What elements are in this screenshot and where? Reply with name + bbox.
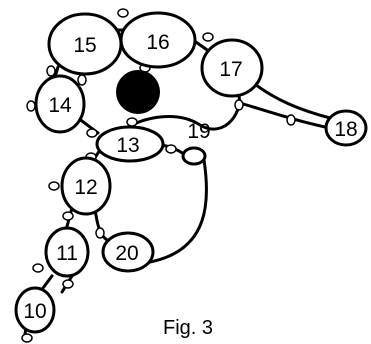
junction-marker <box>234 99 244 111</box>
node-18-label: 18 <box>334 118 357 141</box>
node-10-label: 10 <box>23 300 46 323</box>
node-10: 10 <box>14 286 56 334</box>
junction-marker <box>286 114 296 126</box>
node-19-shape <box>181 146 207 166</box>
node-17-label: 17 <box>219 58 242 81</box>
black-dot <box>116 70 160 114</box>
node-16-shape <box>119 11 197 69</box>
node-18-shape <box>324 109 368 147</box>
junction-marker <box>21 333 33 343</box>
node-12: 12 <box>60 156 112 216</box>
node-15-label: 15 <box>73 34 96 57</box>
junction-marker <box>202 32 214 42</box>
node-13-shape <box>95 125 165 163</box>
junction-marker <box>126 117 138 127</box>
node-14-label: 14 <box>48 94 72 117</box>
node-17-shape <box>200 38 264 98</box>
node-13: 13 <box>95 125 165 163</box>
junction-marker <box>117 8 129 18</box>
node-11-label: 11 <box>56 242 78 265</box>
junction-marker <box>95 227 105 239</box>
node-12-shape <box>60 156 112 216</box>
junction-marker <box>62 211 74 221</box>
node-14-shape <box>34 74 86 134</box>
node-19-label: 19 <box>187 120 210 143</box>
junction-marker <box>165 144 177 154</box>
node-20: 20 <box>101 231 155 273</box>
node-19: 19 <box>181 120 211 166</box>
node-20-label: 20 <box>115 242 138 265</box>
figure-caption: Fig. 3 <box>163 317 213 339</box>
connector-17-18-lower <box>238 101 332 130</box>
node-20-shape <box>101 231 155 273</box>
connector-17-18-upper <box>250 80 332 120</box>
connector-19-20 <box>148 158 209 264</box>
junction-marker <box>46 65 56 77</box>
node-17: 17 <box>200 38 264 98</box>
node-14: 14 <box>34 74 86 134</box>
node-16: 16 <box>119 11 197 69</box>
node-18: 18 <box>324 109 368 147</box>
node-11-shape <box>44 226 90 278</box>
junction-marker <box>32 263 44 273</box>
junction-marker <box>62 279 74 289</box>
node-15: 15 <box>47 12 123 76</box>
node-11: 11 <box>44 226 90 278</box>
junction-marker <box>26 100 36 112</box>
junction-marker <box>86 128 98 138</box>
node-10-shape <box>14 286 56 334</box>
junction-marker <box>48 181 60 191</box>
node-16-label: 16 <box>146 31 169 54</box>
node-13-label: 13 <box>116 134 139 157</box>
node-12-label: 12 <box>74 176 97 199</box>
junction-marker <box>77 74 87 86</box>
